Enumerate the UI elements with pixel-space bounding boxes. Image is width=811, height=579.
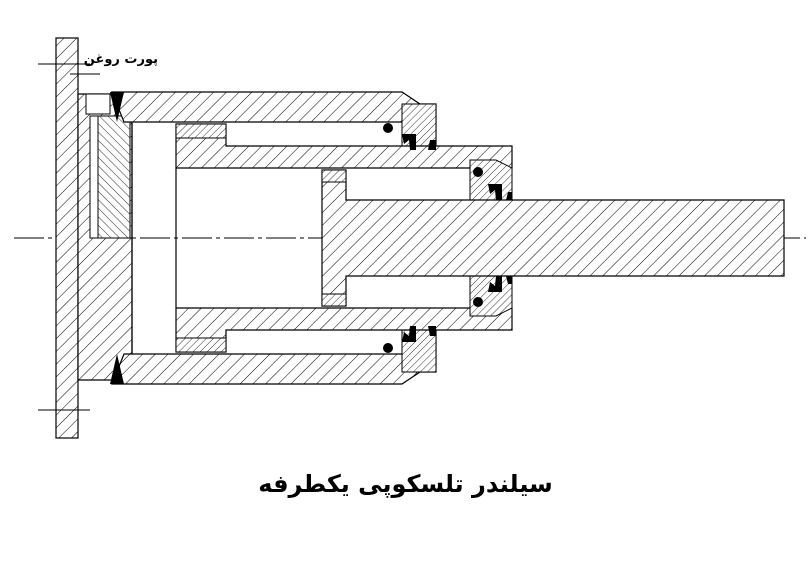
weld-top (110, 92, 124, 122)
base-flange (55, 37, 79, 439)
diagram-title: سیلندر تلسکوپی یکطرفه (258, 470, 553, 498)
plunger (321, 169, 785, 307)
o-ring-outer-top (383, 123, 393, 133)
sleeve-gland-bottom (469, 275, 513, 317)
oil-port-label: پورت روغن (83, 52, 158, 67)
outer-barrel-bottom (111, 325, 437, 385)
o-ring-inner-bottom (473, 297, 483, 307)
u-seal-inner-bottom (488, 276, 502, 292)
u-seal-outer-bottom (402, 326, 416, 342)
o-ring-outer-bottom (383, 343, 393, 353)
outer-barrel-top (111, 91, 437, 153)
u-seal-outer-top (402, 134, 416, 150)
o-ring-inner-top (473, 167, 483, 177)
oil-passage (89, 115, 99, 239)
u-seal-inner-top (488, 184, 502, 200)
weld-bottom (110, 354, 124, 384)
sleeve-gland-top (469, 159, 513, 201)
